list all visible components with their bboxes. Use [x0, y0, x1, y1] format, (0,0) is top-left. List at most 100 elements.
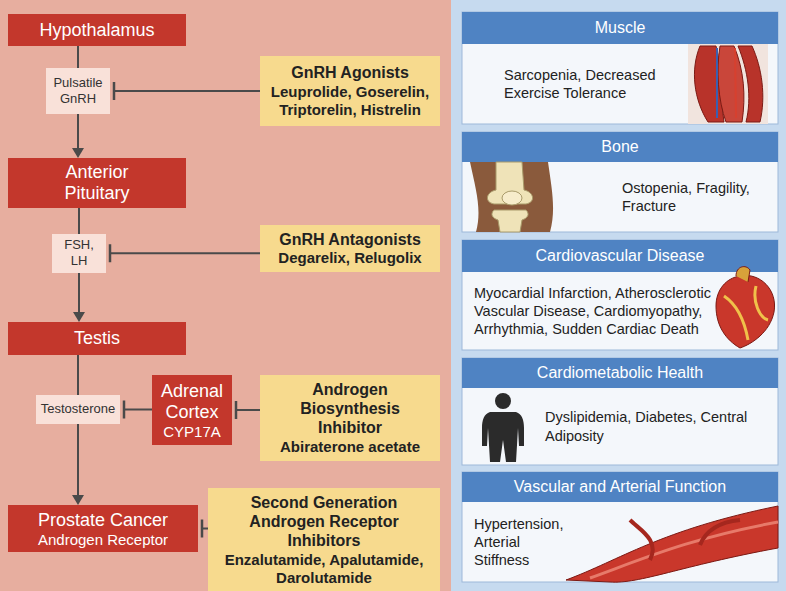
arrowhead [73, 312, 85, 322]
box-heading: Cardiometabolic Health [462, 358, 778, 388]
process-box: Testis [8, 322, 186, 355]
connector [78, 46, 79, 68]
target-box: Prostate CancerAndrogen Receptor [8, 505, 198, 552]
muscle-image-ground [688, 44, 768, 124]
connector [236, 401, 260, 419]
box-heading: GnRH Antagonists [279, 230, 421, 249]
effect-panel: Cardiovascular DiseaseMyocardial Infarct… [462, 240, 778, 350]
connector-line [124, 409, 152, 411]
signal-box: Pulsatile GnRH [46, 68, 110, 114]
connector-line [110, 252, 260, 254]
box-body: Myocardial Infarction, Atherosclerotic V… [474, 284, 719, 338]
box-body: Abiraterone acetate [280, 438, 420, 456]
box-body: Sarcopenia, Decreased Exercise Tolerance [504, 66, 704, 102]
box-heading: FSH, LH [56, 237, 102, 270]
connector [78, 355, 79, 395]
panel-header-bar [462, 358, 778, 388]
panel-body-area: Dyslipidemia, Diabetes, Central Adiposit… [462, 388, 778, 465]
box-body: Androgen Receptor [38, 531, 168, 548]
signal-box: FSH, LH [52, 234, 106, 273]
box-body: Hypertension, Arterial Stiffness [474, 515, 570, 569]
inhibition-bar [109, 244, 112, 262]
artery-branches [630, 520, 740, 560]
tibia [492, 210, 528, 232]
connector [114, 82, 260, 100]
drug-box: Second Generation Androgen Receptor Inhi… [208, 488, 440, 591]
signal-box: Testosterone [36, 395, 120, 424]
box-heading: Anterior Pituitary [37, 162, 157, 204]
artery-illustration [566, 506, 778, 582]
connector [79, 208, 80, 234]
inhibition-bar [113, 82, 116, 100]
box-heading: Cardiovascular Disease [462, 240, 778, 272]
connector-line [78, 273, 80, 314]
connector-line [236, 409, 260, 411]
connector [110, 244, 260, 262]
drug-box: GnRH AgonistsLeuprolide, Goserelin, Trip… [260, 56, 440, 126]
panel-header-bar [462, 240, 778, 272]
effect-panel: MuscleSarcopenia, Decreased Exercise Tol… [462, 12, 778, 124]
patella [502, 191, 522, 205]
body [482, 412, 524, 462]
box-heading: Muscle [462, 12, 778, 44]
panel-body [462, 472, 778, 582]
box-heading: Androgen Biosynthesis Inhibitor [268, 380, 432, 438]
inhibition-bar [235, 401, 238, 419]
box-body: Degarelix, Relugolix [278, 249, 421, 267]
box-heading: Vascular and Arterial Function [462, 472, 778, 502]
artery-tube [566, 506, 778, 582]
muscle-illustration [688, 44, 768, 124]
effect-panel: Cardiometabolic HealthDyslipidemia, Diab… [462, 358, 778, 465]
connector-line [77, 355, 79, 395]
box-body: Leuprolide, Goserelin, Triptorelin, Hist… [268, 83, 432, 119]
connector-line [77, 424, 79, 496]
panel-body [462, 132, 778, 232]
aorta [736, 267, 750, 282]
panel-header-bar [462, 132, 778, 162]
connector [124, 401, 152, 419]
head [495, 393, 511, 409]
arrowhead [72, 148, 84, 158]
panel-body [462, 240, 778, 350]
panel-body [462, 12, 778, 124]
heart-illustration [716, 267, 775, 348]
panel-body-area: Myocardial Infarction, Atherosclerotic V… [462, 272, 778, 350]
human-silhouette [482, 393, 524, 462]
knee-illustration [470, 162, 553, 232]
connector [72, 114, 84, 158]
connector-line [78, 208, 80, 234]
panel-header-bar [462, 472, 778, 502]
box-heading: Second Generation Androgen Receptor Inhi… [216, 493, 432, 551]
box-body: Ostopenia, Fragility, Fracture [622, 179, 772, 215]
connector [72, 424, 84, 505]
process-box: Anterior Pituitary [8, 158, 186, 208]
effect-panel: BoneOstopenia, Fragility, Fracture [462, 132, 778, 232]
process-box: Hypothalamus [8, 14, 186, 46]
effect-panel: Vascular and Arterial FunctionHypertensi… [462, 472, 778, 582]
panel-body-area: Sarcopenia, Decreased Exercise Tolerance [462, 44, 778, 124]
inhibition-bar [201, 520, 204, 538]
drug-box: GnRH AntagonistsDegarelix, Relugolix [260, 225, 440, 272]
box-heading: Prostate Cancer [38, 510, 168, 531]
coronary-vessels [724, 286, 768, 340]
box-heading: GnRH Agonists [291, 63, 409, 82]
connector [73, 273, 85, 323]
muscle-right [738, 46, 763, 122]
inhibition-bar [123, 401, 126, 419]
arrowhead [72, 495, 84, 505]
box-body: Enzalutamide, Apalutamide, Darolutamide [216, 551, 432, 587]
right-panel-ground [451, 0, 786, 591]
box-body: CYP17A [163, 423, 221, 440]
artery-highlight [590, 522, 778, 578]
box-body: Dyslipidemia, Diabetes, Central Adiposit… [545, 408, 775, 444]
left-panel-ground [0, 0, 451, 591]
box-heading: Testosterone [41, 401, 115, 417]
box-heading: Bone [462, 132, 778, 162]
artery [735, 48, 736, 118]
connector-line [77, 46, 79, 68]
vein [716, 48, 718, 118]
panel-body-area: Ostopenia, Fragility, Fracture [462, 162, 778, 232]
connector-line [114, 90, 260, 92]
